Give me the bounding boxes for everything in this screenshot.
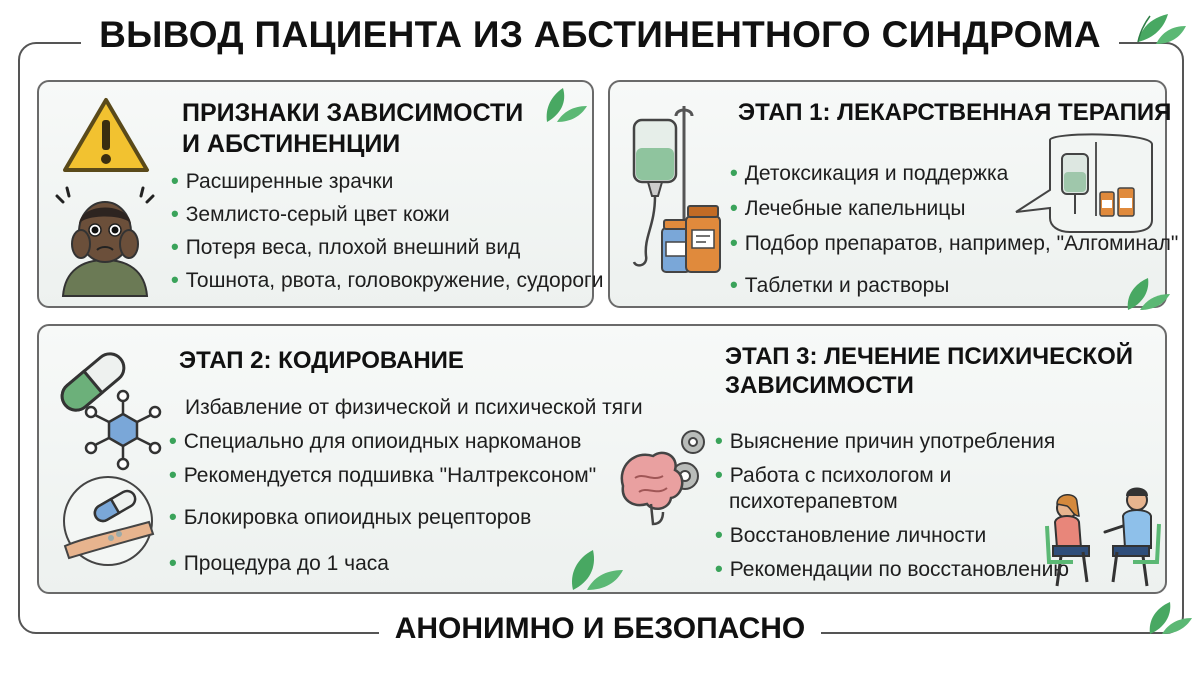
stage1-card: ЭТАП 1: ЛЕКАРСТВЕННАЯ ТЕРАПИЯ Детоксикац… [608,80,1178,310]
distressed-person-icon [55,186,155,297]
list-item: Лечебные капельницы [730,195,966,221]
arm-injection-icon [63,476,155,566]
leaf-icon [1149,602,1192,634]
stage2-heading: ЭТАП 2: КОДИРОВАНИЕ [179,347,464,374]
list-item: Землисто-серый цвет кожи [171,201,450,227]
list-item: Таблетки и растворы [730,272,950,298]
list-item: Рекомендуется подшивка "Налтрексоном" [169,462,596,488]
signs-heading: ПРИЗНАКИ ЗАВИСИМОСТИ И АБСТИНЕНЦИИ [182,99,524,158]
page-title: ВЫВОД ПАЦИЕНТА ИЗ АБСТИНЕНТНОГО СИНДРОМА [60,14,1140,56]
list-item: Блокировка опиоидных рецепторов [169,504,532,530]
molecule-icon [84,389,162,471]
footer-title: АНОНИМНО И БЕЗОПАСНО [300,612,900,646]
list-item: Рекомендации по восстановлению [715,556,1069,582]
brain-gears-icon [620,430,705,526]
stage3-item-continuation: психотерапевтом [729,490,898,513]
stage3-heading: ЭТАП 3: ЛЕЧЕНИЕ ПСИХИЧЕСКОЙ ЗАВИСИМОСТИ [725,343,1133,400]
list-item: Детоксикация и поддержка [730,160,1009,186]
capsule-icon [60,352,126,412]
iv-drip-icon [1015,133,1153,233]
leaf-icon [1137,14,1186,44]
stages-card: ЭТАП 2: КОДИРОВАНИЕ Избавление от физиче… [37,324,1167,594]
list-item: Работа с психологом и [715,462,952,488]
list-item: Расширенные зрачки [171,168,394,194]
list-item: Тошнота, рвота, головокружение, судороги [171,267,604,293]
list-item: Потеря веса, плохой внешний вид [171,234,521,260]
warning-icon [63,98,149,172]
list-item: Процедура до 1 часа [169,550,389,576]
medicine-bottles-icon [661,205,721,273]
stage2-intro: Избавление от физической и психической т… [185,396,643,419]
therapy-session-icon [1045,487,1161,587]
signs-card: ПРИЗНАКИ ЗАВИСИМОСТИ И АБСТИНЕНЦИИ Расши… [37,80,603,308]
leaf-icon [1127,278,1170,310]
leaf-icon [571,550,623,590]
leaf-icon [546,88,587,122]
list-item: Специально для опиоидных наркоманов [169,428,582,454]
list-item: Подбор препаратов, например, "Алгоминал" [730,230,1179,256]
stage1-heading: ЭТАП 1: ЛЕКАРСТВЕННАЯ ТЕРАПИЯ [738,99,1172,126]
list-item: Выяснение причин употребления [715,428,1056,454]
list-item: Восстановление личности [715,522,987,548]
